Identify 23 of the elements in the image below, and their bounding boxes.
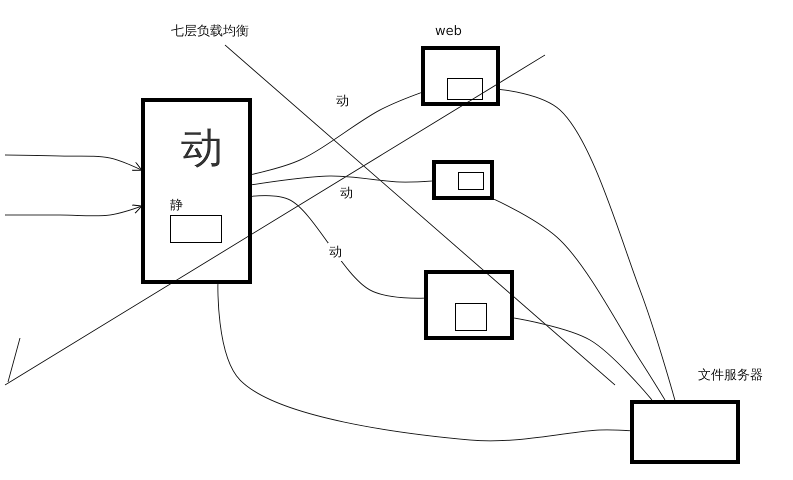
connector-line	[514, 318, 652, 400]
web-server-box	[424, 270, 514, 340]
connector-line	[252, 176, 432, 186]
arrow	[4, 154, 142, 171]
edge-label: 动	[335, 92, 350, 110]
label-text: 七层负载均衡	[170, 22, 250, 40]
inner-box	[455, 303, 487, 331]
connector-line	[252, 195, 424, 299]
connector-line	[500, 89, 676, 400]
arrow	[4, 204, 142, 216]
connector-line	[494, 198, 666, 400]
node-heading: 静	[170, 197, 183, 214]
load-balancer-box	[141, 98, 252, 284]
edge-label: 动	[328, 243, 343, 261]
connector-line	[252, 92, 422, 175]
node-heading: web	[435, 24, 462, 39]
connector-line	[217, 284, 630, 442]
edge-label: 动	[339, 184, 354, 202]
node-heading: 文件服务器	[698, 367, 763, 384]
web-server-box	[432, 160, 494, 200]
handwritten-character: 动	[181, 122, 223, 174]
inner-box	[447, 78, 483, 100]
inner-box	[458, 172, 484, 190]
